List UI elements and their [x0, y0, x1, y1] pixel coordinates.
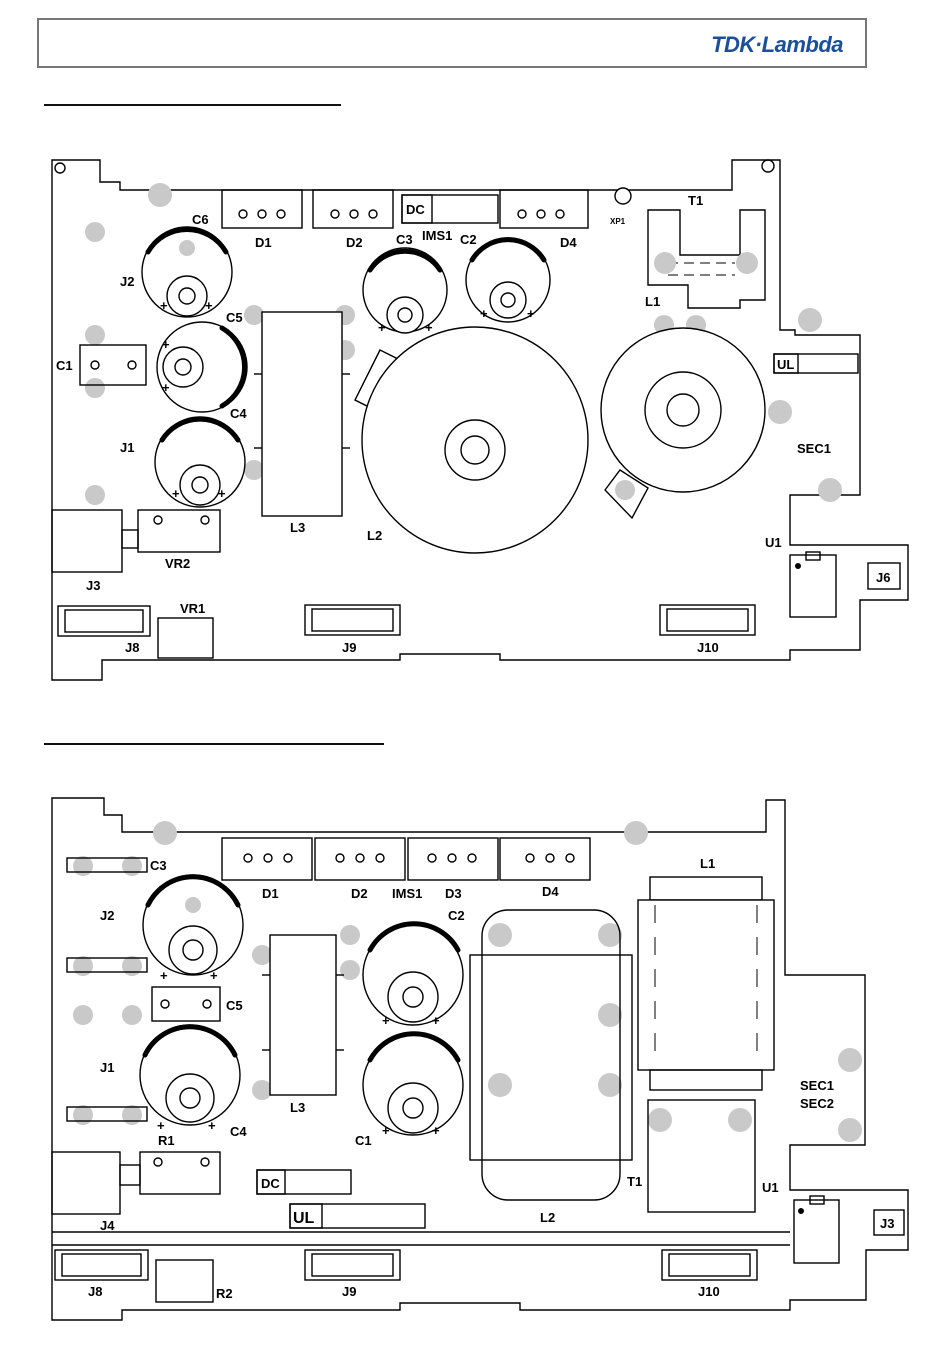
label-U1: U1 [762, 1180, 779, 1195]
label-J8: J8 [88, 1284, 102, 1299]
section-rule-2 [44, 743, 384, 745]
label-R2: R2 [216, 1286, 233, 1301]
svg-text:+: + [160, 968, 168, 983]
label-L3: L3 [290, 520, 305, 535]
label-J6: J6 [876, 570, 890, 585]
label-D2: D2 [351, 886, 368, 901]
label-C4: C4 [230, 406, 247, 421]
label-D1: D1 [262, 886, 279, 901]
label-UL: UL [293, 1210, 315, 1227]
label-C3: C3 [396, 232, 413, 247]
label-C1: C1 [56, 358, 73, 373]
label-J2: J2 [120, 274, 134, 289]
label-VR2: VR2 [165, 556, 190, 571]
svg-text:+: + [160, 298, 168, 313]
label-R1: R1 [158, 1133, 175, 1148]
label-UL: UL [777, 357, 794, 372]
svg-text:+: + [527, 306, 535, 321]
svg-text:+: + [382, 1123, 390, 1138]
label-XP1: XP1 [610, 217, 626, 226]
page-header: TDK·Lambda [37, 18, 867, 68]
pcb-layout-board-1: ++ ++ ++ ++ ++ C6 D1 D2 D [0, 150, 950, 690]
label-J9: J9 [342, 1284, 356, 1299]
label-J3: J3 [86, 578, 100, 593]
label-T1: T1 [627, 1174, 642, 1189]
svg-text:+: + [425, 320, 433, 335]
svg-text:+: + [172, 486, 180, 501]
svg-text:+: + [208, 1118, 216, 1133]
label-C6: C6 [192, 212, 209, 227]
label-L3: L3 [290, 1100, 305, 1115]
svg-text:+: + [157, 1118, 165, 1133]
label-L2: L2 [540, 1210, 555, 1225]
label-C4: C4 [230, 1124, 247, 1139]
label-D2: D2 [346, 235, 363, 250]
label-J3: J3 [880, 1216, 894, 1231]
label-DC: DC [406, 202, 425, 217]
label-L1: L1 [700, 856, 715, 871]
label-J10: J10 [698, 1284, 720, 1299]
svg-text:+: + [218, 486, 226, 501]
svg-text:+: + [162, 380, 170, 395]
label-J1: J1 [120, 440, 134, 455]
label-SEC2: SEC2 [800, 1096, 834, 1111]
label-J8: J8 [125, 640, 139, 655]
label-C1: C1 [355, 1133, 372, 1148]
label-J10: J10 [697, 640, 719, 655]
label-C5: C5 [226, 998, 243, 1013]
label-L2: L2 [367, 528, 382, 543]
label-IMS1: IMS1 [392, 886, 422, 901]
label-J9: J9 [342, 640, 356, 655]
label-J2: J2 [100, 908, 114, 923]
label-D3: D3 [445, 886, 462, 901]
label-D4: D4 [560, 235, 577, 250]
svg-text:+: + [480, 306, 488, 321]
svg-text:+: + [432, 1013, 440, 1028]
label-L1: L1 [645, 294, 660, 309]
svg-text:+: + [378, 320, 386, 335]
label-C2: C2 [460, 232, 477, 247]
label-U1: U1 [765, 535, 782, 550]
svg-text:+: + [432, 1123, 440, 1138]
label-J4: J4 [100, 1218, 115, 1233]
label-SEC1: SEC1 [797, 441, 831, 456]
label-C3: C3 [150, 858, 167, 873]
label-D4: D4 [542, 884, 559, 899]
label-SEC1: SEC1 [800, 1078, 834, 1093]
section-rule-1 [44, 104, 341, 106]
svg-text:+: + [210, 968, 218, 983]
tdk-lambda-logo: TDK·Lambda [711, 32, 843, 58]
label-T1: T1 [688, 193, 703, 208]
label-D1: D1 [255, 235, 272, 250]
svg-text:+: + [382, 1013, 390, 1028]
pcb-layout-board-2: + + + + + + + + C3 D1 D2 IMS1 [0, 790, 950, 1340]
label-DC: DC [261, 1176, 280, 1191]
svg-text:+: + [205, 298, 213, 313]
label-C5: C5 [226, 310, 243, 325]
label-C2: C2 [448, 908, 465, 923]
label-VR1: VR1 [180, 601, 205, 616]
label-IMS1: IMS1 [422, 228, 452, 243]
svg-text:+: + [162, 337, 170, 352]
label-J1: J1 [100, 1060, 114, 1075]
